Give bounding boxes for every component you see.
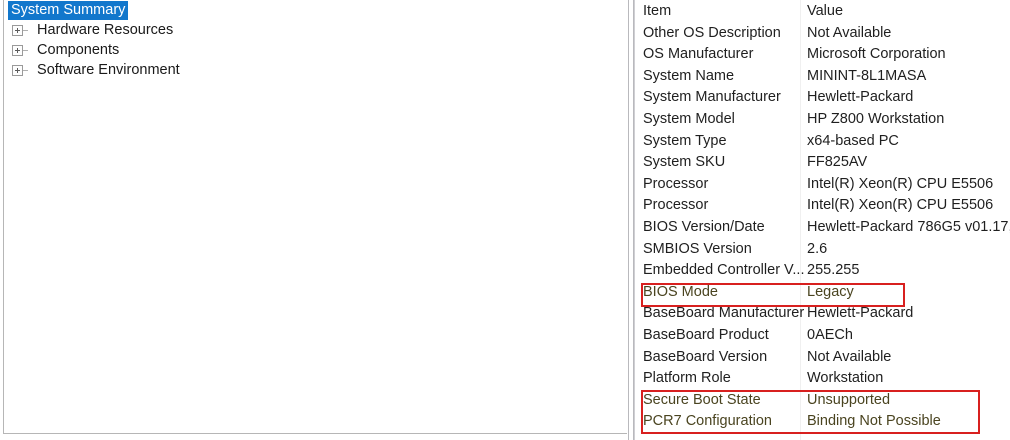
table-row[interactable]: OS Manufacturer Microsoft Corporation	[636, 43, 1010, 65]
row-value-label: Legacy	[807, 283, 854, 300]
table-row[interactable]: BaseBoard Version Not Available	[636, 346, 1010, 368]
row-item-label: System Name	[643, 67, 735, 84]
table-row[interactable]: System SKU FF825AV	[636, 151, 1010, 173]
row-item-label: Platform Role	[643, 370, 731, 387]
row-value-label: x64-based PC	[807, 132, 899, 149]
row-value-label: MININT-8L1MASA	[807, 67, 927, 84]
row-item-label: System Manufacturer	[643, 89, 781, 106]
table-row[interactable]: BIOS Version/Date Hewlett-Packard 786G5 …	[636, 216, 1010, 238]
row-item-label: BaseBoard Manufacturer	[643, 305, 805, 322]
tree-item-software-environment-label: Software Environment	[37, 62, 180, 79]
row-value-label: 255.255	[807, 262, 860, 279]
table-row[interactable]: System Model HP Z800 Workstation	[636, 108, 1010, 130]
expand-plus-icon[interactable]	[12, 24, 23, 36]
row-value-label: Binding Not Possible	[807, 413, 941, 430]
tree-item-components[interactable]: Components	[4, 40, 627, 60]
row-item-label: Other OS Description	[643, 24, 781, 41]
row-value-label: Hewlett-Packard 786G5 v01.17, 8/	[807, 218, 1010, 235]
row-item-label: Secure Boot State	[643, 391, 761, 408]
row-item-label: Embedded Controller V...	[643, 262, 805, 279]
row-item-label: Processor	[643, 197, 709, 214]
tree-item-hardware-resources-label: Hardware Resources	[37, 22, 174, 39]
system-summary-detail-list[interactable]: Item Value Other OS Description Not Avai…	[636, 0, 1010, 440]
row-value-label: Microsoft Corporation	[807, 46, 946, 63]
table-row[interactable]: System Type x64-based PC	[636, 130, 1010, 152]
row-item-label: BIOS Mode	[643, 283, 718, 300]
splitter-line	[633, 0, 634, 440]
tree-connector-line	[23, 50, 28, 51]
tree-item-hardware-resources[interactable]: Hardware Resources	[4, 20, 627, 40]
table-row-bios-mode[interactable]: BIOS Mode Legacy	[636, 281, 1010, 303]
row-item-label: System SKU	[643, 154, 726, 171]
row-item-label: Processor	[643, 175, 709, 192]
detail-list-header[interactable]: Item Value	[636, 0, 1010, 22]
system-tree-panel[interactable]: System Summary Hardware Resources Compon…	[3, 0, 627, 434]
expand-plus-icon[interactable]	[12, 64, 23, 76]
expand-plus-icon[interactable]	[12, 44, 23, 56]
row-value-label: Unsupported	[807, 391, 891, 408]
splitter-line	[634, 0, 635, 440]
table-row[interactable]: Processor Intel(R) Xeon(R) CPU E5506	[636, 194, 1010, 216]
row-item-label: System Type	[643, 132, 727, 149]
tree-item-system-summary[interactable]: System Summary	[4, 0, 627, 20]
row-item-label: BIOS Version/Date	[643, 218, 765, 235]
row-item-label: BaseBoard Product	[643, 326, 769, 343]
row-value-label: Intel(R) Xeon(R) CPU E5506	[807, 197, 994, 214]
row-item-label: OS Manufacturer	[643, 46, 754, 63]
splitter-line	[628, 0, 629, 440]
row-item-label: BaseBoard Version	[643, 348, 768, 365]
table-row[interactable]: Platform Role Workstation	[636, 367, 1010, 389]
row-value-label: 2.6	[807, 240, 828, 257]
row-value-label: FF825AV	[807, 154, 868, 171]
row-value-label: Hewlett-Packard	[807, 305, 914, 322]
row-value-label: Workstation	[807, 370, 884, 387]
table-row[interactable]: System Manufacturer Hewlett-Packard	[636, 86, 1010, 108]
table-row[interactable]: BaseBoard Product 0AECh	[636, 324, 1010, 346]
row-value-label: Hewlett-Packard	[807, 89, 914, 106]
table-row[interactable]: BaseBoard Manufacturer Hewlett-Packard	[636, 302, 1010, 324]
table-row[interactable]: Other OS Description Not Available	[636, 22, 1010, 44]
row-value-label: Not Available	[807, 348, 892, 365]
tree-connector-line	[23, 70, 28, 71]
column-header-item: Item	[643, 3, 672, 19]
row-item-label: SMBIOS Version	[643, 240, 752, 257]
table-row[interactable]: Embedded Controller V... 255.255	[636, 259, 1010, 281]
table-row-secure-boot-state[interactable]: Secure Boot State Unsupported	[636, 389, 1010, 411]
tree-connector-line	[23, 30, 28, 31]
table-row[interactable]: SMBIOS Version 2.6	[636, 238, 1010, 260]
table-row[interactable]: Processor Intel(R) Xeon(R) CPU E5506	[636, 173, 1010, 195]
row-item-label: System Model	[643, 110, 735, 127]
row-value-label: HP Z800 Workstation	[807, 110, 945, 127]
row-item-label: PCR7 Configuration	[643, 413, 772, 430]
tree-item-system-summary-label: System Summary	[8, 1, 129, 20]
row-value-label: Not Available	[807, 24, 892, 41]
table-row-pcr7-configuration[interactable]: PCR7 Configuration Binding Not Possible	[636, 410, 1010, 432]
column-separator	[800, 0, 801, 440]
pane-splitter[interactable]	[627, 0, 636, 440]
tree-item-components-label: Components	[37, 42, 120, 59]
column-header-value: Value	[807, 3, 844, 19]
row-value-label: Intel(R) Xeon(R) CPU E5506	[807, 175, 994, 192]
row-value-label: 0AECh	[807, 326, 853, 343]
tree-item-software-environment[interactable]: Software Environment	[4, 60, 627, 80]
table-row[interactable]: System Name MININT-8L1MASA	[636, 65, 1010, 87]
